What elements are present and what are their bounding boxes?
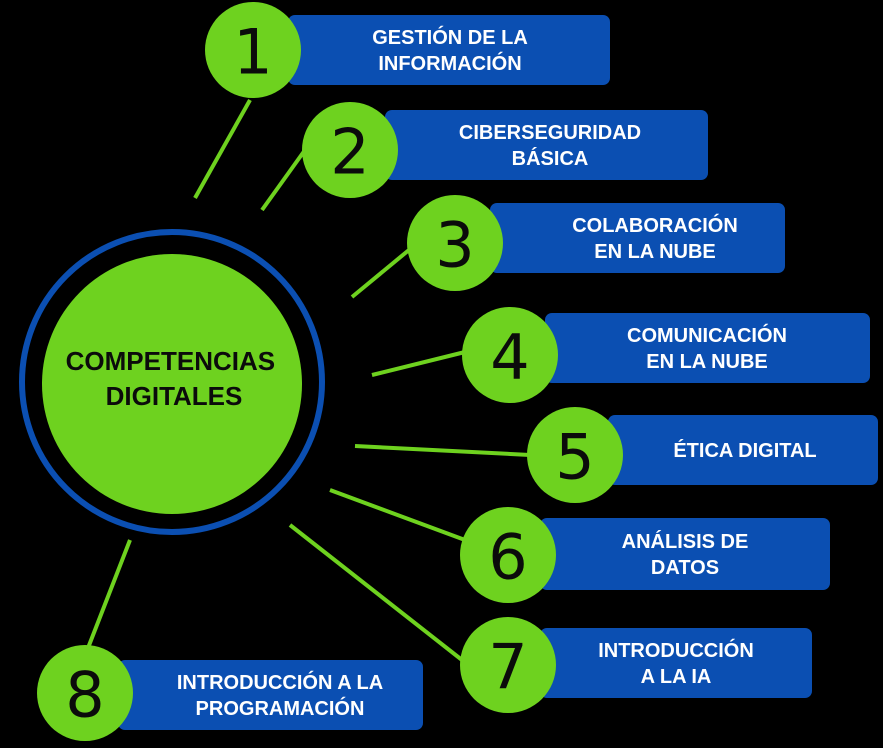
item-number: 1 xyxy=(233,16,272,89)
item-label: CIBERSEGURIDAD BÁSICA xyxy=(459,122,641,170)
item-label-line-2: EN LA NUBE xyxy=(594,241,715,263)
number-circle-4 xyxy=(462,307,558,403)
item-label-line-2: INFORMACIÓN xyxy=(378,51,521,75)
center-ring xyxy=(19,229,325,535)
competency-item-6: 6 ANÁLISIS DE DATOS xyxy=(460,507,830,603)
item-label-line-1: COMUNICACIÓN xyxy=(627,323,787,347)
item-label: ÉTICA DIGITAL xyxy=(673,439,816,462)
item-label-line-2: EN LA NUBE xyxy=(646,351,767,373)
item-label-line-1: CIBERSEGURIDAD xyxy=(459,122,641,144)
number-circle-5 xyxy=(527,407,623,503)
center-title: COMPETENCIAS DIGITALES xyxy=(66,346,283,411)
item-label-line-1: ÉTICA DIGITAL xyxy=(673,439,816,462)
competency-item-4: 4 COMUNICACIÓN EN LA NUBE xyxy=(462,307,870,403)
item-number: 3 xyxy=(435,209,474,282)
label-box-1 xyxy=(288,15,610,85)
item-label-line-2: PROGRAMACIÓN xyxy=(196,696,365,720)
item-number: 4 xyxy=(490,321,529,394)
label-box-3 xyxy=(490,203,785,273)
center-circle xyxy=(42,254,302,514)
connector-line-6 xyxy=(329,488,466,542)
competency-item-3: 3 COLABORACIÓN EN LA NUBE xyxy=(407,195,785,291)
label-box-7 xyxy=(540,628,812,698)
item-label-line-1: INTRODUCCIÓN xyxy=(598,638,754,662)
label-box-2 xyxy=(385,110,708,180)
item-label: INTRODUCCIÓN A LA IA xyxy=(598,638,754,688)
item-label-line-2: BÁSICA xyxy=(512,147,589,170)
label-box-5 xyxy=(608,415,878,485)
item-number: 7 xyxy=(488,631,527,704)
label-box-6 xyxy=(540,518,830,590)
number-circle-6 xyxy=(460,507,556,603)
connector-line-5 xyxy=(354,444,531,457)
item-label-line-1: ANÁLISIS DE xyxy=(622,530,749,553)
connector-line-4 xyxy=(371,350,466,377)
item-number: 8 xyxy=(65,659,104,732)
connector-line-1 xyxy=(193,99,252,199)
center-title-line-1: COMPETENCIAS xyxy=(66,346,275,376)
connector-line-2 xyxy=(260,148,307,212)
competency-item-5: 5 ÉTICA DIGITAL xyxy=(527,407,878,503)
item-label-line-1: COLABORACIÓN xyxy=(572,213,738,237)
item-label-line-2: DATOS xyxy=(651,557,719,579)
connector-line-3 xyxy=(350,243,417,299)
item-label: COMUNICACIÓN EN LA NUBE xyxy=(627,323,787,373)
competency-item-2: 2 CIBERSEGURIDAD BÁSICA xyxy=(302,102,708,198)
item-label-line-2: A LA IA xyxy=(641,666,712,688)
number-circle-8 xyxy=(37,645,133,741)
item-label-line-1: GESTIÓN DE LA xyxy=(372,25,528,49)
item-label: COLABORACIÓN EN LA NUBE xyxy=(572,213,738,263)
number-circle-3 xyxy=(407,195,503,291)
item-number: 6 xyxy=(488,521,527,594)
item-label: ANÁLISIS DE DATOS xyxy=(622,530,749,579)
label-box-4 xyxy=(545,313,870,383)
competency-item-7: 7 INTRODUCCIÓN A LA IA xyxy=(460,617,812,713)
number-circle-7 xyxy=(460,617,556,713)
item-number: 2 xyxy=(330,116,369,189)
connectors xyxy=(86,99,531,662)
number-circle-1 xyxy=(205,2,301,98)
number-circle-2 xyxy=(302,102,398,198)
label-box-8 xyxy=(118,660,423,730)
item-label-line-1: INTRODUCCIÓN A LA xyxy=(177,670,383,694)
center-title-line-2: DIGITALES xyxy=(106,381,243,411)
connector-line-8 xyxy=(86,539,132,649)
connector-line-7 xyxy=(288,523,464,662)
item-number: 5 xyxy=(555,421,594,494)
